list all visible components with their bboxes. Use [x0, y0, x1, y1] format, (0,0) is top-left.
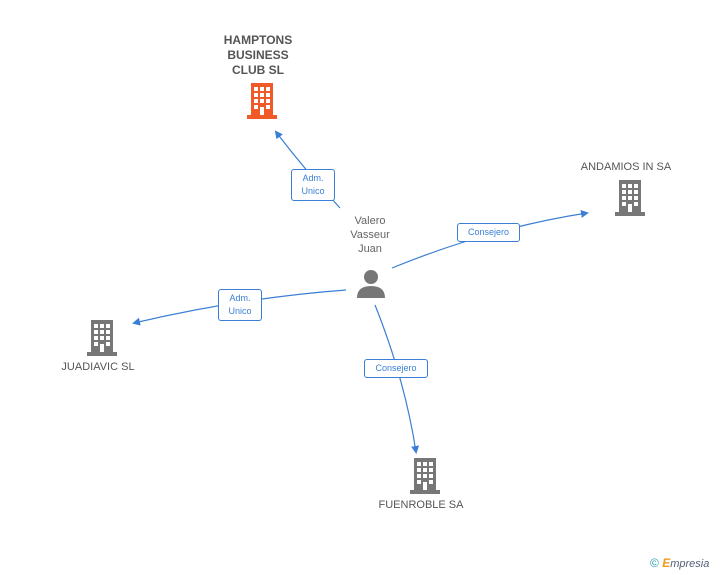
brand-logo-initial: E	[662, 556, 671, 570]
edge-label-line: Unico	[228, 306, 252, 316]
person-label[interactable]: Valero Vasseur Juan	[330, 214, 410, 256]
copyright-icon: ©	[650, 556, 659, 570]
edge-label-adm-unico[interactable]: Adm. Unico	[291, 169, 335, 201]
edge-label-line: Consejero	[375, 363, 417, 373]
juadiavic-label[interactable]: JUADIAVIC SL	[61, 361, 135, 373]
main-company-name-line: HAMPTONS	[223, 33, 293, 47]
edge-label-line: Unico	[301, 186, 325, 196]
edge-label-consejero[interactable]: Consejero	[457, 223, 520, 242]
main-company-name-line: BUSINESS	[227, 48, 289, 62]
person-name-line: Vasseur	[350, 229, 390, 241]
brand-logo-text: mpresia	[670, 558, 710, 570]
edge-label-consejero[interactable]: Consejero	[364, 359, 428, 378]
edge-label-line: Adm.	[229, 293, 251, 303]
edge-label-line: Consejero	[467, 227, 510, 237]
copyright-footer: © Empresia	[650, 556, 709, 570]
fuenroble-label[interactable]: FUENROBLE SA	[378, 499, 464, 511]
edge-label-line: Adm.	[302, 173, 324, 183]
person-name-line: Juan	[358, 243, 382, 255]
andamios-label[interactable]: ANDAMIOS IN SA	[580, 161, 672, 173]
edge-label-adm-unico[interactable]: Adm. Unico	[218, 289, 262, 321]
main-company-label[interactable]: HAMPTONS BUSINESS CLUB SL	[208, 33, 308, 78]
person-icon[interactable]	[356, 269, 386, 299]
edge-line-to-fuenroble	[374, 304, 420, 454]
building-icon[interactable]	[409, 458, 441, 494]
person-name-line: Valero	[354, 215, 386, 227]
main-company-name-line: CLUB SL	[232, 63, 284, 77]
building-icon[interactable]	[614, 180, 646, 216]
building-icon[interactable]	[246, 83, 278, 119]
building-icon[interactable]	[86, 320, 118, 356]
